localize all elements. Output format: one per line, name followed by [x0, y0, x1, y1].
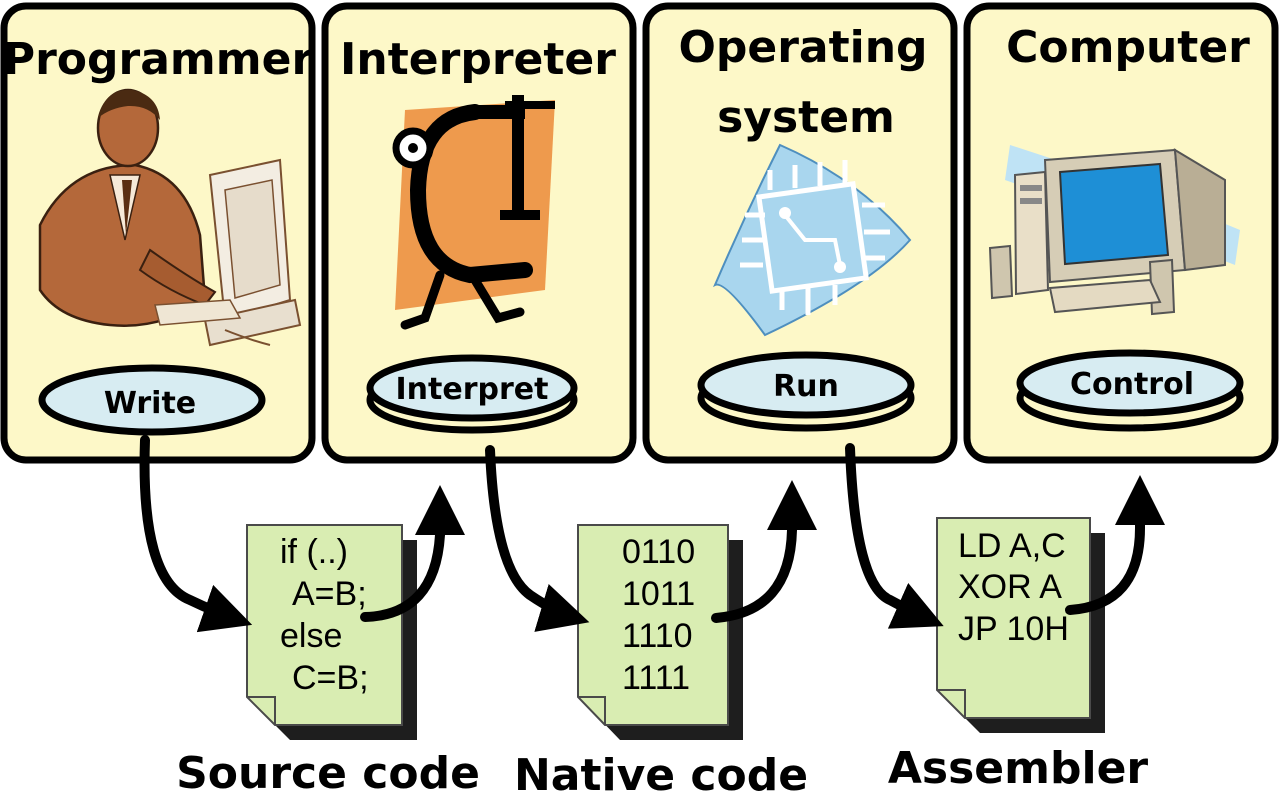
native-code-caption: Native code: [514, 750, 808, 795]
code-line-3: JP 10H: [958, 610, 1069, 648]
arrow-os-to-assembler: [845, 443, 944, 629]
operating-system-box: Operating system Run: [642, 2, 958, 464]
computer-icon: [988, 145, 1240, 316]
code-line-2: XOR A: [958, 568, 1062, 606]
native-code-document: 0110 1011 1110 1111: [577, 524, 743, 740]
code-line-2: A=B;: [292, 575, 367, 613]
programmer-box: Programmer Write: [0, 2, 316, 464]
arrow-source-to-interpreter: [360, 485, 465, 622]
code-line-4: 1111: [622, 659, 690, 697]
box-title: Interpreter: [340, 34, 616, 85]
code-line-4: C=B;: [292, 659, 369, 697]
arrow-native-to-os: [711, 480, 817, 623]
arrow-interpreter-to-native: [485, 445, 590, 632]
box-title-line-1: Operating: [678, 22, 927, 73]
box-title-line-2: system: [717, 92, 895, 143]
interpret-label: Interpret: [396, 372, 549, 407]
code-line-1: 0110: [622, 533, 695, 571]
code-line-1: LD A,C: [958, 527, 1066, 565]
interpret-oval[interactable]: Interpret: [366, 354, 578, 434]
write-oval[interactable]: Write: [38, 364, 266, 436]
code-line-3: else: [280, 617, 342, 655]
assembler-caption: Assembler: [888, 743, 1149, 794]
source-code-caption: Source code: [176, 748, 480, 795]
run-label: Run: [773, 369, 839, 404]
flow-arrows: [139, 435, 1165, 633]
write-label: Write: [104, 386, 196, 421]
control-label: Control: [1070, 367, 1194, 402]
code-line-1: if (..): [280, 533, 348, 571]
arrow-assembler-to-computer: [1065, 475, 1165, 615]
programmer-icon: [38, 88, 302, 347]
control-oval[interactable]: Control: [1016, 349, 1244, 432]
clamp-icon: [392, 95, 555, 330]
code-line-2: 1011: [622, 575, 695, 613]
assembler-document: LD A,C XOR A JP 10H: [936, 517, 1105, 733]
run-oval[interactable]: Run: [697, 351, 915, 432]
chip-icon: [713, 143, 912, 337]
box-title: Programmer: [3, 34, 314, 85]
source-code-document: if (..) A=B; else C=B;: [246, 524, 417, 740]
interpreter-box: Interpreter Interpret: [321, 2, 637, 464]
arrow-write-to-source: [139, 435, 253, 633]
box-title: Computer: [1006, 22, 1250, 73]
computer-box: Computer Control: [963, 2, 1279, 464]
code-line-3: 1110: [622, 617, 693, 655]
